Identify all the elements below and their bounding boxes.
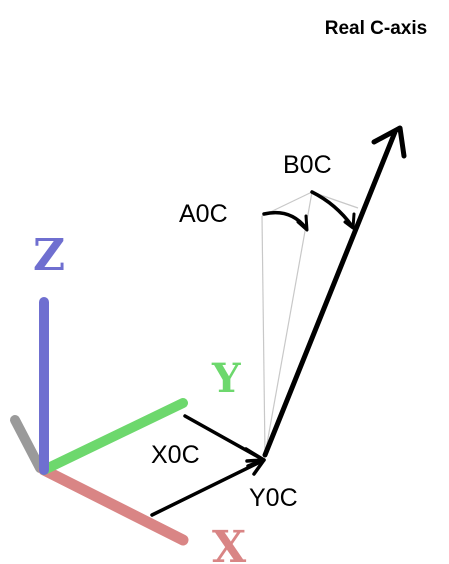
- b0c-rotation-arrow: [310, 190, 356, 230]
- a0c-label: A0C: [179, 200, 228, 228]
- axes-gizmo: Z Y X: [10, 230, 247, 564]
- intermediate-axis-guide: [264, 191, 313, 456]
- guide-lines: [261, 191, 359, 456]
- z-axis-label: Z: [33, 230, 65, 281]
- y0c-label: Y0C: [249, 484, 298, 512]
- b0c-arc: [310, 190, 354, 228]
- z-axis-shadow: [10, 415, 45, 473]
- x-axis-label: X: [212, 522, 247, 564]
- a0c-arrowhead: [296, 214, 309, 232]
- a0c-arc: [262, 210, 308, 230]
- b0c-label: B0C: [283, 151, 332, 179]
- y0c-arrowhead: [245, 458, 266, 476]
- real-c-axis-shaft: [262, 129, 398, 458]
- ideal-c-axis-guide: [261, 215, 266, 456]
- y-axis-label: Y: [211, 355, 241, 402]
- x0c-label: X0C: [151, 441, 200, 469]
- diagram-title: Real C-axis: [325, 18, 427, 39]
- a0c-rotation-arrow: [262, 210, 309, 232]
- real-c-axis-arrow: [262, 125, 407, 458]
- y0c-offset-arrow: [150, 458, 266, 517]
- x-axis-line: [38, 464, 189, 546]
- real-c-axis-arrowhead: [371, 125, 407, 159]
- y0c-shaft: [150, 459, 264, 517]
- y-axis-line: [39, 398, 188, 475]
- b0c-arrowhead: [343, 212, 356, 230]
